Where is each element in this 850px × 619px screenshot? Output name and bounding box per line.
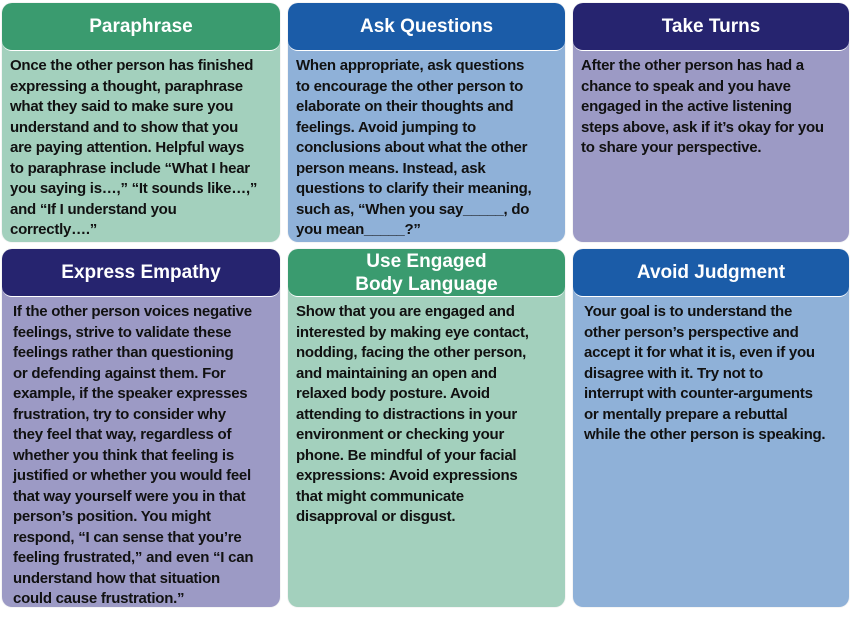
- card-body-line: After the other person has had a: [581, 57, 804, 74]
- card-body-line: frustration, try to consider why: [13, 405, 226, 423]
- card-body-line: disagree with it. Try not to: [584, 364, 763, 382]
- card-body-line: elaborate on their thoughts and: [296, 98, 514, 115]
- card-body-line: respond, “I can sense that you’re: [13, 528, 242, 546]
- card-body-line: that might communicate: [296, 487, 464, 505]
- card-body-line: understand how that situation: [13, 569, 220, 587]
- card-body-line: other person’s perspective and: [584, 323, 799, 341]
- card-express-empathy: Express Empathy If the other person voic…: [2, 249, 280, 607]
- card-body-line: chance to speak and you have: [581, 77, 791, 95]
- card-body-line: expressions: Avoid expressions: [296, 467, 518, 484]
- card-body-line: such as, “When you say_____, do: [296, 200, 530, 218]
- card-body-line: interrupt with counter-arguments: [584, 385, 813, 402]
- card-body-line: you saying is…,” “It sounds like…,”: [10, 180, 258, 197]
- card-body-line: environment or checking your: [296, 426, 505, 443]
- card-body-language: Use Engaged Body Language Show that you …: [288, 249, 565, 607]
- card-body-line: feeling frustrated,” and even “I can: [13, 549, 254, 566]
- card-body-line: Your goal is to understand the: [584, 303, 793, 320]
- card-body-line: and “If I understand you: [10, 200, 177, 218]
- card-body: After the other person has had a chance t…: [573, 51, 849, 159]
- card-body-line: Once the other person has finished: [10, 57, 254, 74]
- card-body-line: feelings rather than questioning: [13, 344, 234, 361]
- card-body-line: interested by making eye contact,: [296, 323, 529, 341]
- card-body-line: engaged in the active listening: [581, 98, 792, 115]
- card-title: Use Engaged Body Language: [288, 249, 565, 297]
- card-body-line: that way yourself were you in that: [13, 487, 246, 505]
- card-body: Show that you are engaged and interested …: [288, 297, 565, 528]
- card-body-line: feelings, strive to validate these: [13, 323, 232, 341]
- card-body-line: or mentally prepare a rebuttal: [584, 405, 788, 423]
- card-body-line: disapproval or disgust.: [296, 508, 456, 525]
- card-body-line: attending to distractions in your: [296, 405, 517, 423]
- card-body-line: accept it for what it is, even if you: [584, 344, 815, 361]
- card-body-line: correctly….”: [10, 221, 98, 238]
- card-body-line: while the other person is speaking.: [584, 426, 826, 443]
- card-body-line: nodding, facing the other person,: [296, 344, 527, 361]
- card-body-line: person’s position. You might: [13, 508, 211, 525]
- card-body-line: or defending against them. For: [13, 364, 226, 382]
- card-title: Paraphrase: [2, 3, 280, 51]
- card-body-line: are paying attention. Helpful ways: [10, 139, 245, 156]
- card-body-line: and maintaining an open and: [296, 364, 497, 382]
- card-paraphrase: Paraphrase Once the other person has fin…: [2, 3, 280, 242]
- card-body-line: to paraphrase include “What I hear: [10, 159, 250, 177]
- card-body-line: person means. Instead, ask: [296, 159, 486, 177]
- card-title: Express Empathy: [2, 249, 280, 297]
- card-body: When appropriate, ask questions to encour…: [288, 51, 565, 241]
- card-body: Once the other person has finished expres…: [2, 51, 280, 241]
- card-body-line: questions to clarify their meaning,: [296, 180, 532, 197]
- card-body-line: they feel that way, regardless of: [13, 426, 232, 443]
- card-body-line: what they said to make sure you: [10, 98, 234, 115]
- card-body-line: whether you think that feeling is: [13, 446, 234, 464]
- card-body-line: relaxed body posture. Avoid: [296, 385, 490, 402]
- card-title: Ask Questions: [288, 3, 565, 51]
- card-body-line: you mean_____?”: [296, 221, 421, 238]
- card-body-line: Show that you are engaged and: [296, 303, 515, 320]
- card-title: Avoid Judgment: [573, 249, 849, 297]
- card-title: Take Turns: [573, 3, 849, 51]
- card-body: If the other person voices negative feeli…: [2, 297, 280, 607]
- card-body-line: to share your perspective.: [581, 139, 762, 156]
- card-body-line: justified or whether you would feel: [13, 467, 251, 484]
- card-body-line: expressing a thought, paraphrase: [10, 77, 243, 95]
- card-body-line: understand and to show that you: [10, 118, 239, 136]
- card-take-turns: Take Turns After the other person has ha…: [573, 3, 849, 242]
- card-body-line: conclusions about what the other: [296, 139, 528, 156]
- card-body-line: feelings. Avoid jumping to: [296, 118, 476, 136]
- card-body-line: could cause frustration.”: [13, 590, 185, 607]
- card-body-line: steps above, ask if it’s okay for you: [581, 118, 824, 136]
- card-body-line: to encourage the other person to: [296, 77, 524, 95]
- card-body-line: If the other person voices negative: [13, 303, 252, 320]
- card-body: Your goal is to understand the other pers…: [573, 297, 849, 446]
- card-body-line: phone. Be mindful of your facial: [296, 446, 517, 464]
- card-avoid-judgment: Avoid Judgment Your goal is to understan…: [573, 249, 849, 607]
- card-ask-questions: Ask Questions When appropriate, ask ques…: [288, 3, 565, 242]
- card-body-line: example, if the speaker expresses: [13, 385, 248, 402]
- card-body-line: When appropriate, ask questions: [296, 57, 525, 74]
